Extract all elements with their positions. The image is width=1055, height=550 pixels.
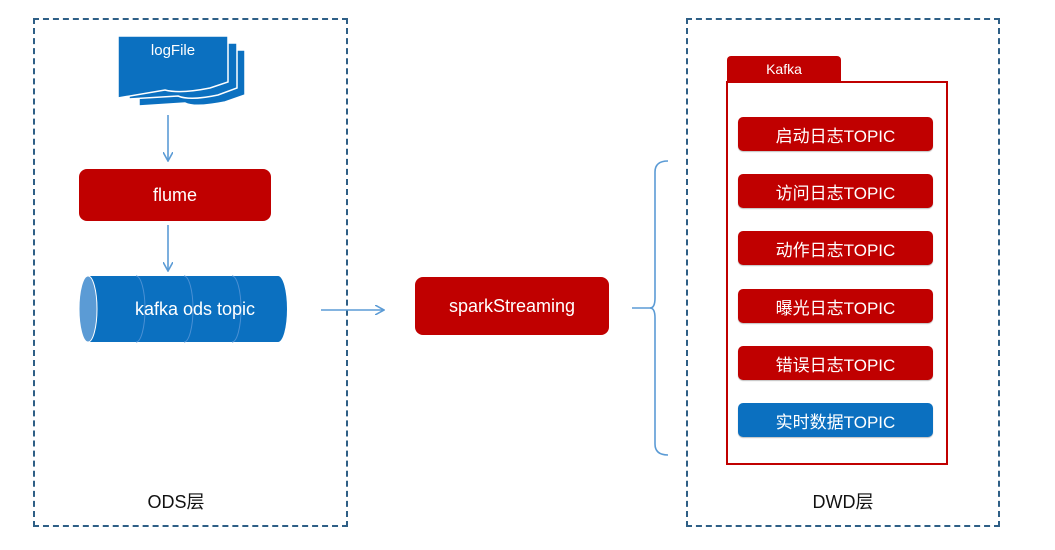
spark-streaming-box: sparkStreaming <box>415 277 609 335</box>
topic-visit: 访问日志TOPIC <box>738 174 933 208</box>
topic-label: 启动日志TOPIC <box>775 126 896 146</box>
kafka-tab: Kafka <box>727 56 841 82</box>
kafka-ods-topic-label: kafka ods topic <box>134 299 256 319</box>
kafka-tab-label: Kafka <box>766 61 802 77</box>
kafka-frame <box>726 81 948 465</box>
logfile-label: logFile <box>150 42 196 59</box>
kafka-cylinder-icon <box>78 275 287 343</box>
topic-action: 动作日志TOPIC <box>738 231 933 265</box>
ods-panel <box>33 18 348 527</box>
topic-realtime: 实时数据TOPIC <box>738 403 933 437</box>
dwd-layer-label: DWD层 <box>812 492 874 512</box>
topic-label: 错误日志TOPIC <box>775 355 896 375</box>
flume-label: flume <box>152 184 197 205</box>
curly-brace <box>649 160 669 456</box>
topic-startup: 启动日志TOPIC <box>738 117 933 151</box>
logfile-icon <box>117 35 246 107</box>
topic-exposure: 曝光日志TOPIC <box>738 289 933 323</box>
ods-layer-label: ODS层 <box>147 492 205 512</box>
topic-label: 实时数据TOPIC <box>775 412 896 432</box>
topic-error: 错误日志TOPIC <box>738 346 933 380</box>
spark-streaming-label: sparkStreaming <box>448 295 576 316</box>
topic-label: 动作日志TOPIC <box>775 240 896 260</box>
topic-label: 访问日志TOPIC <box>775 183 896 203</box>
dwd-panel <box>686 18 1000 527</box>
topic-label: 曝光日志TOPIC <box>775 298 896 318</box>
flume-box: flume <box>79 169 271 221</box>
